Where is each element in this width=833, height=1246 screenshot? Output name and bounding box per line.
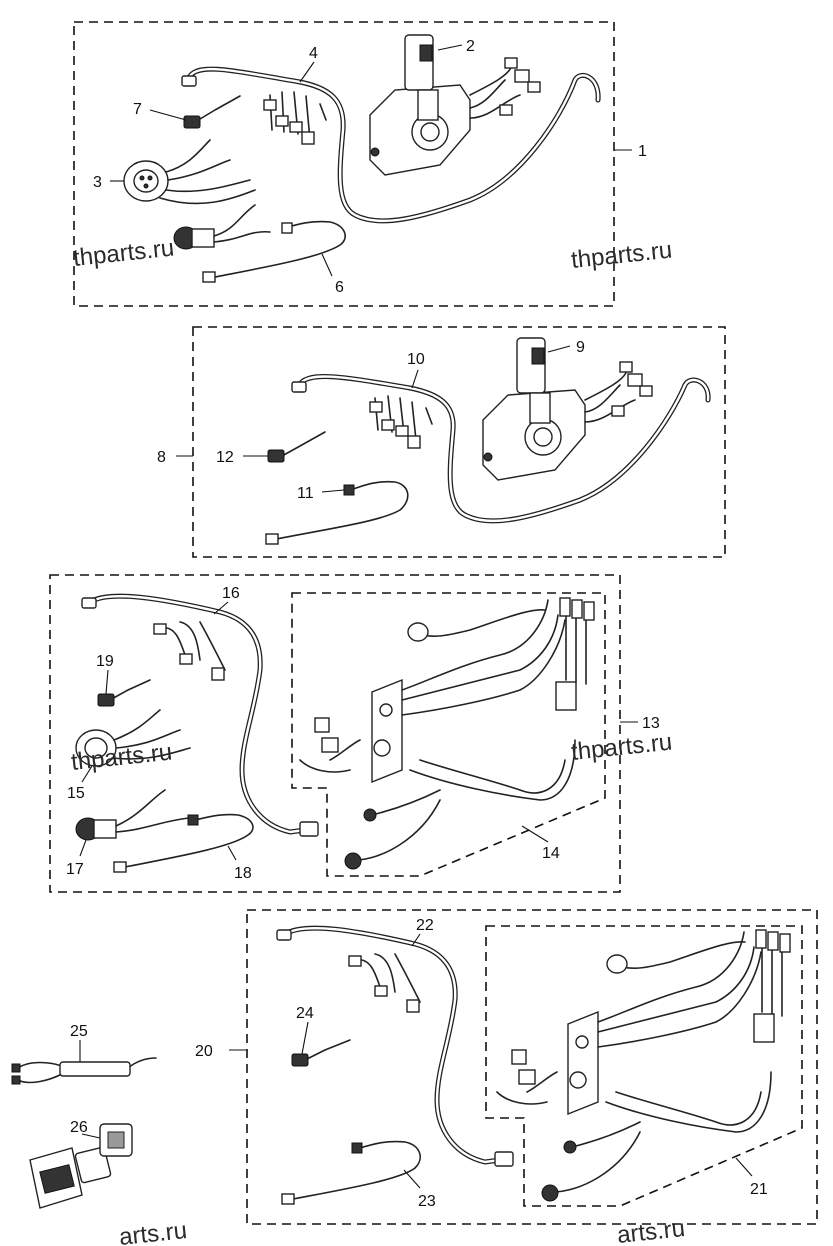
part-19-connector [97,693,115,707]
callout-8: 8 [157,449,166,466]
callout-20: 20 [195,1043,213,1060]
cable-6 [209,220,346,279]
group-13 [49,574,621,893]
group-20 [246,909,818,1225]
callout-25: 25 [70,1023,88,1040]
callout-15: 15 [67,785,85,802]
group-8 [192,326,726,558]
watermark-5: arts.ru [118,1217,188,1246]
callout-6: 6 [335,279,344,296]
group-21-frame [485,925,803,1207]
part-24-wire [304,1039,351,1061]
group-20-frame [246,909,818,1225]
watermark-1: thparts.ru [72,235,176,272]
callout-labels: 1 2 3 4 6 7 8 9 10 11 12 13 14 15 16 17 … [66,38,768,1210]
part-24-connector [291,1053,309,1067]
callout-22: 22 [416,917,434,934]
callout-23: 23 [418,1193,436,1210]
callout-16: 16 [222,585,240,602]
callout-17: 17 [66,861,84,878]
part-25-body [59,1061,131,1077]
callout-14: 14 [542,845,560,862]
callout-21: 21 [750,1181,768,1198]
group-13-frame [49,574,621,893]
watermark-6: arts.ru [616,1215,686,1246]
harness-22 [282,925,503,1165]
callout-13: 13 [642,715,660,732]
lever-2 [404,34,434,91]
callout-1: 1 [638,143,647,160]
callout-4: 4 [309,45,318,62]
callout-3: 3 [93,174,102,191]
part-19-wire [109,679,151,701]
callout-24: 24 [296,1005,314,1022]
harness-16 [87,593,308,835]
callout-2: 2 [466,38,475,55]
callout-18: 18 [234,865,252,882]
group-1-frame [73,21,615,307]
callout-9: 9 [576,339,585,356]
switch-panel-14 [371,678,403,784]
group-14-frame [291,592,606,877]
cable-18 [119,813,254,869]
group-8-frame [192,326,726,558]
callout-26: 26 [70,1119,88,1136]
callout-19: 19 [96,653,114,670]
cable-23 [287,1140,421,1201]
callout-12: 12 [216,449,234,466]
part-7-connector [183,115,201,129]
watermark-4: thparts.ru [570,729,674,766]
lever-9 [516,337,546,394]
group-1 [73,21,615,307]
part-26 [29,1123,133,1209]
callout-10: 10 [407,351,425,368]
switch-panel-21 [567,1010,599,1116]
part-12-wire [281,431,326,457]
callout-11: 11 [297,485,314,502]
callout-7: 7 [133,101,142,118]
part-12-connector [267,449,285,463]
watermark-2: thparts.ru [570,237,674,274]
leader-lines [79,44,753,1189]
cable-11 [271,480,409,541]
part-25 [11,1057,157,1085]
part-7-wire [194,95,241,123]
